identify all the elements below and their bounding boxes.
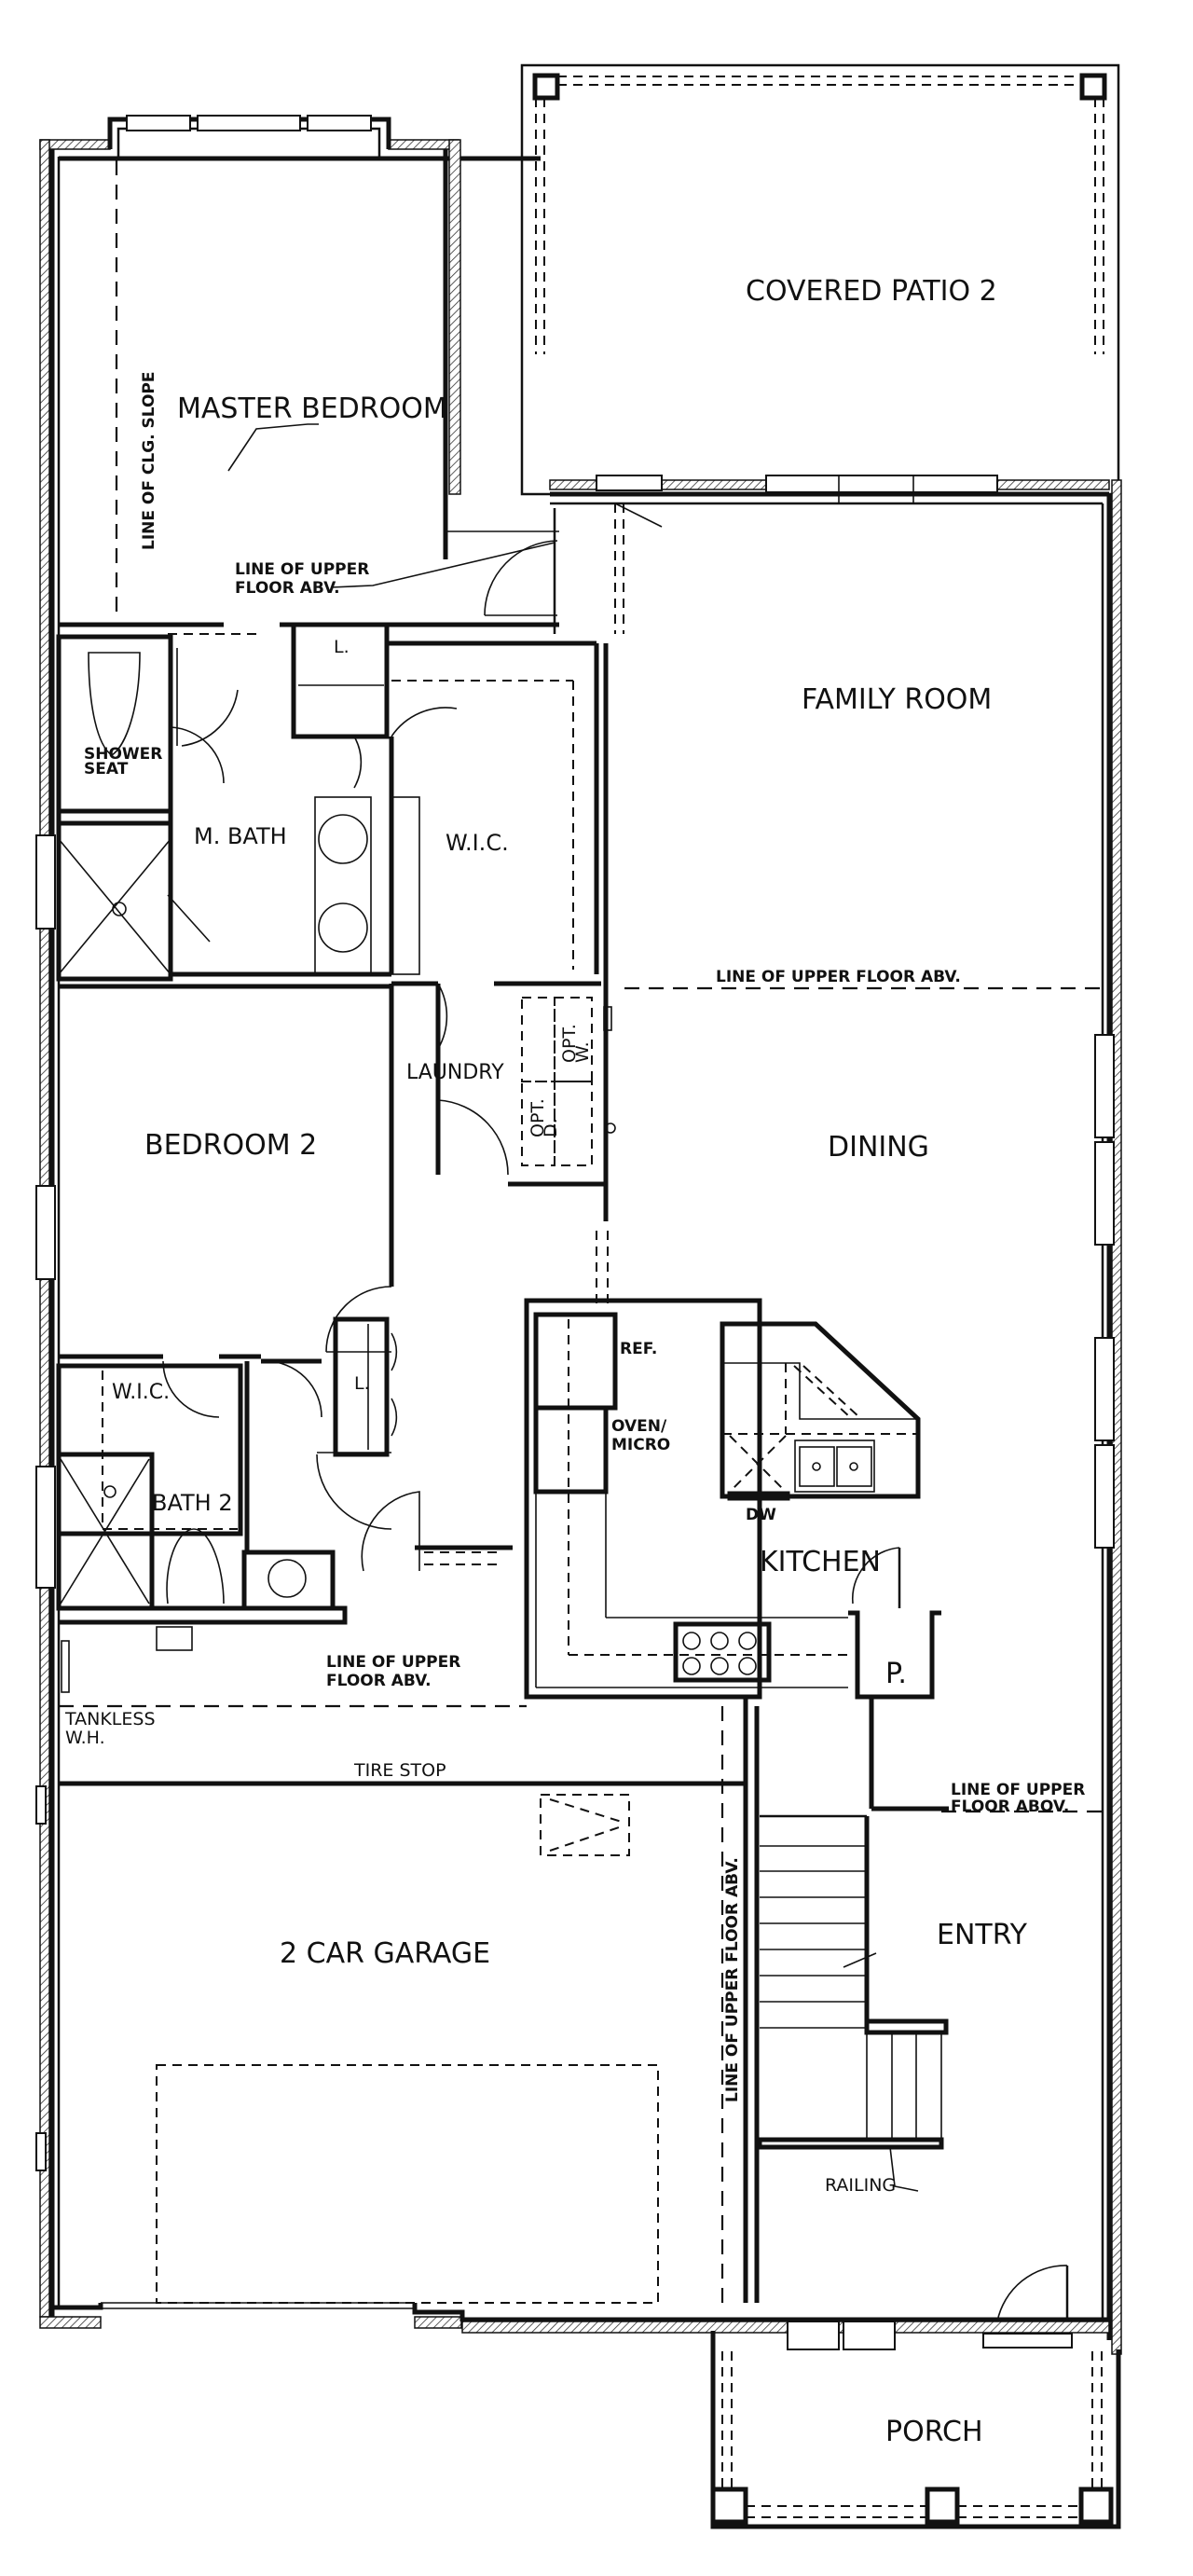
label-covered-patio: COVERED PATIO 2	[746, 275, 997, 308]
note-ref: REF.	[620, 1340, 657, 1358]
note-upper-floor-entry-2: FLOOR ABOV.	[951, 1798, 1069, 1816]
note-upper-floor-entry-1: LINE OF UPPER	[951, 1781, 1085, 1799]
note-railing: RAILING	[825, 2175, 896, 2196]
exterior-walls	[35, 115, 1122, 2355]
label-bath-2: BATH 2	[152, 1490, 233, 1516]
note-tankless-2: W.H.	[65, 1728, 105, 1748]
label-kitchen: KITCHEN	[760, 1546, 881, 1578]
note-upper-floor-master-1: LINE OF UPPER	[235, 560, 369, 579]
label-master-wic: W.I.C.	[446, 830, 509, 856]
note-opt-dryer-1: OPT.	[528, 1098, 548, 1137]
annotation-labels: LINE OF CLG. SLOPE LINE OF UPPER FLOOR A…	[64, 371, 1085, 2196]
label-family-room: FAMILY ROOM	[802, 683, 992, 716]
note-linen-master: L.	[334, 637, 350, 657]
label-entry: ENTRY	[937, 1919, 1028, 1951]
label-dining: DINING	[828, 1131, 929, 1164]
note-upper-floor-family: LINE OF UPPER FLOOR ABV.	[716, 968, 961, 986]
bath-2	[56, 1452, 513, 1651]
note-linen-hall: L.	[354, 1373, 370, 1394]
label-bedroom-2: BEDROOM 2	[144, 1129, 317, 1162]
stairs-entry	[754, 1697, 1069, 2322]
label-porch: PORCH	[885, 2416, 983, 2448]
note-tire-stop: TIRE STOP	[353, 1760, 446, 1781]
porch	[710, 1810, 1121, 2529]
garage	[59, 1640, 748, 2304]
label-master-bath: M. BATH	[194, 823, 287, 849]
label-garage: 2 CAR GARAGE	[280, 1937, 490, 1970]
note-clg-slope: LINE OF CLG. SLOPE	[140, 371, 158, 550]
note-upper-floor-garage-1: LINE OF UPPER	[326, 1653, 460, 1672]
note-opt-dryer-2: D.	[541, 1118, 561, 1137]
note-opt-washer-2: W.	[572, 1041, 593, 1063]
note-shower-seat-1: SHOWER	[84, 745, 162, 764]
note-upper-floor-vertical: LINE OF UPPER FLOOR ABV.	[723, 1857, 742, 2102]
master-bath	[56, 503, 624, 1221]
kitchen	[524, 1298, 941, 1700]
bedroom-2	[56, 984, 398, 1552]
label-pantry: P.	[885, 1658, 907, 1690]
note-oven-1: OVEN/	[611, 1417, 667, 1436]
master-bedroom	[59, 160, 559, 635]
living-dividers	[596, 986, 1103, 1305]
room-labels: COVERED PATIO 2 MASTER BEDROOM FAMILY RO…	[112, 275, 1028, 2448]
label-master-bedroom: MASTER BEDROOM	[177, 393, 447, 425]
note-upper-floor-master-2: FLOOR ABV.	[235, 579, 340, 598]
note-opt-washer-1: OPT.	[559, 1024, 580, 1063]
note-oven-2: MICRO	[611, 1436, 670, 1454]
label-laundry: LAUNDRY	[406, 1061, 504, 1084]
note-dw: DW	[746, 1506, 776, 1524]
note-shower-seat-2: SEAT	[84, 760, 129, 778]
label-bedroom-2-wic: W.I.C.	[112, 1381, 170, 1404]
note-tankless-1: TANKLESS	[64, 1709, 156, 1729]
laundry	[389, 981, 616, 1221]
note-upper-floor-garage-2: FLOOR ABV.	[326, 1672, 432, 1690]
